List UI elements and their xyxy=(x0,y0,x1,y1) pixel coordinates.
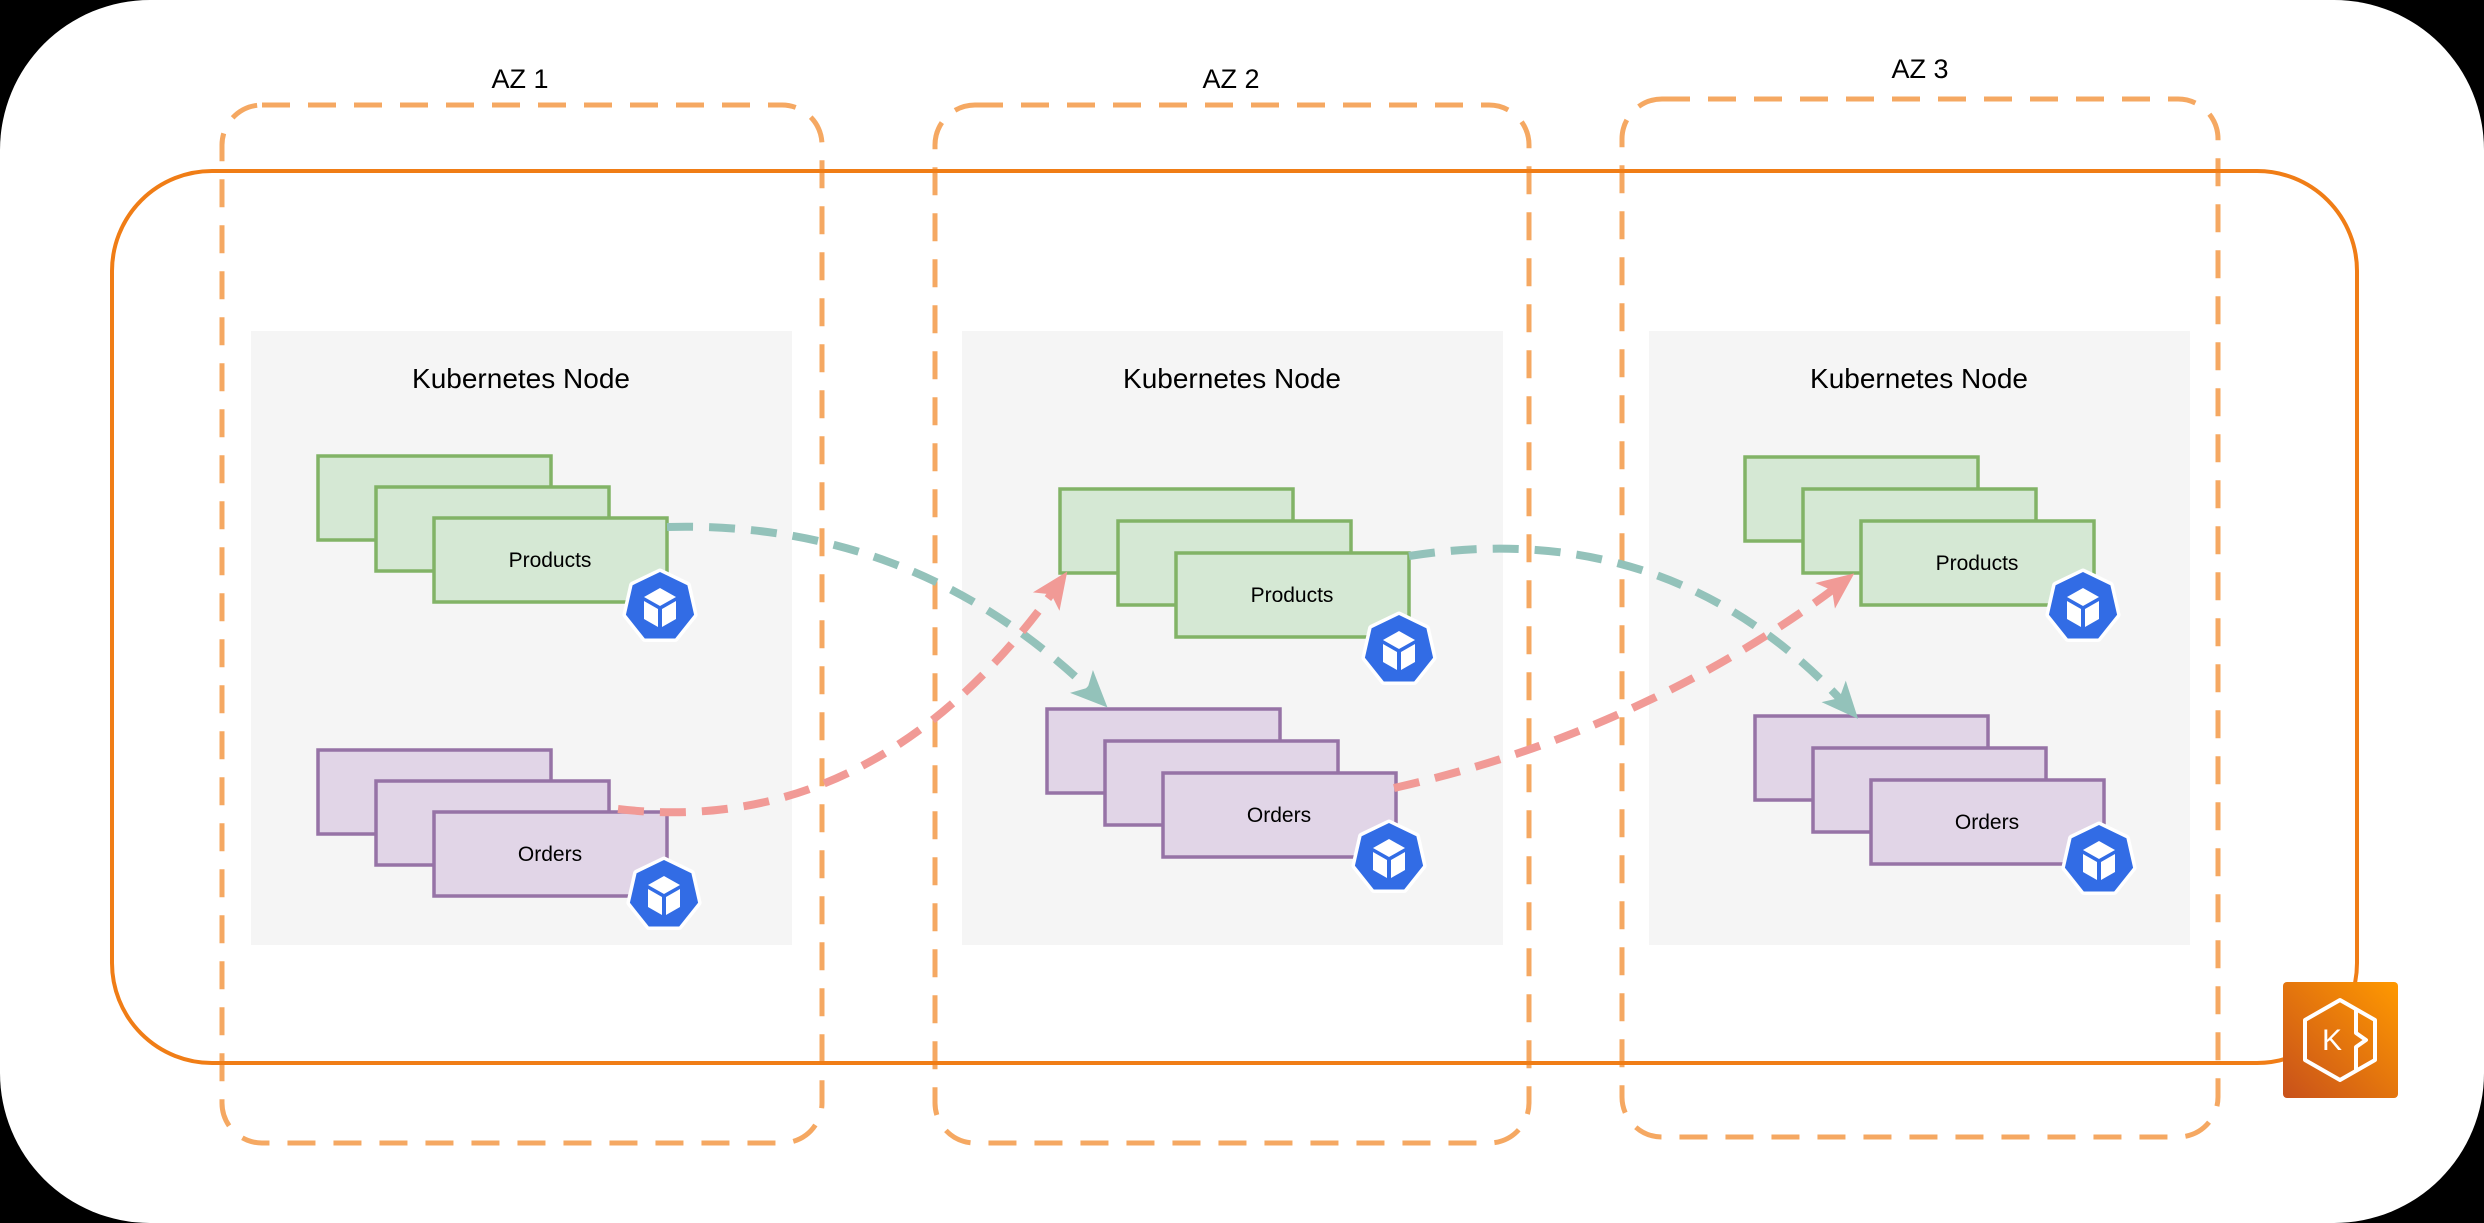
arrow-az1-orders-to-az2-products xyxy=(617,571,1068,817)
zone-az3-boundary xyxy=(1619,96,2221,1140)
orders-label: Orders xyxy=(518,843,582,866)
products-label: Products xyxy=(1251,584,1334,607)
products-label: Products xyxy=(509,549,592,572)
eks-hexagon-notch xyxy=(2354,1009,2368,1071)
amazon-eks-icon: K xyxy=(2283,982,2398,1098)
node-2-orders-stack: Orders xyxy=(1045,707,1398,859)
node-1-orders-stack: Orders xyxy=(316,748,669,898)
eks-icon-background xyxy=(2283,982,2398,1098)
kubernetes-pod-icon xyxy=(1355,823,1423,890)
node-1-products-stack: Products xyxy=(316,454,669,604)
arrow-az2-products-to-az3-orders xyxy=(1408,544,1859,719)
zone-az1: AZ 1 xyxy=(219,64,825,1146)
node-3-products-stack: Products xyxy=(1743,455,2096,607)
zone-az2-boundary xyxy=(932,102,1532,1146)
orders-label: Orders xyxy=(1955,811,2019,834)
zone-az2: AZ 2 xyxy=(932,64,1532,1146)
orders-front-box xyxy=(432,810,669,898)
node-2-products-stack: Products xyxy=(1058,487,1411,639)
products-label: Products xyxy=(1936,552,2019,575)
kubernetes-pod-icon xyxy=(2065,825,2133,892)
zone-az1-boundary xyxy=(219,102,825,1146)
eks-cluster-boundary xyxy=(110,169,2359,1065)
products-front-box xyxy=(1174,551,1411,639)
products-front-box xyxy=(432,516,669,604)
zone-az3-label: AZ 3 xyxy=(1891,54,1948,84)
kubernetes-pod-icon xyxy=(626,572,694,639)
kubernetes-pod-icon xyxy=(1365,615,1433,682)
zone-az2-label: AZ 2 xyxy=(1202,64,1259,94)
kubernetes-node-1: Kubernetes Node Products Orders xyxy=(251,331,792,945)
node-3-title: Kubernetes Node xyxy=(1810,363,2028,394)
node-2-title: Kubernetes Node xyxy=(1123,363,1341,394)
kubernetes-pod-icon xyxy=(630,860,698,927)
node-1-title: Kubernetes Node xyxy=(412,363,630,394)
orders-label: Orders xyxy=(1247,804,1311,827)
zone-az3: AZ 3 xyxy=(1619,54,2221,1140)
eks-letter: K xyxy=(2322,1024,2342,1057)
node-3-orders-stack: Orders xyxy=(1753,714,2106,866)
zone-az1-label: AZ 1 xyxy=(491,64,548,94)
kubernetes-pod-icon xyxy=(2049,572,2117,639)
arrow-az2-orders-to-az3-products xyxy=(1393,573,1855,792)
orders-front-box xyxy=(1869,778,2106,866)
eks-hexagon-glyph xyxy=(2303,998,2377,1082)
